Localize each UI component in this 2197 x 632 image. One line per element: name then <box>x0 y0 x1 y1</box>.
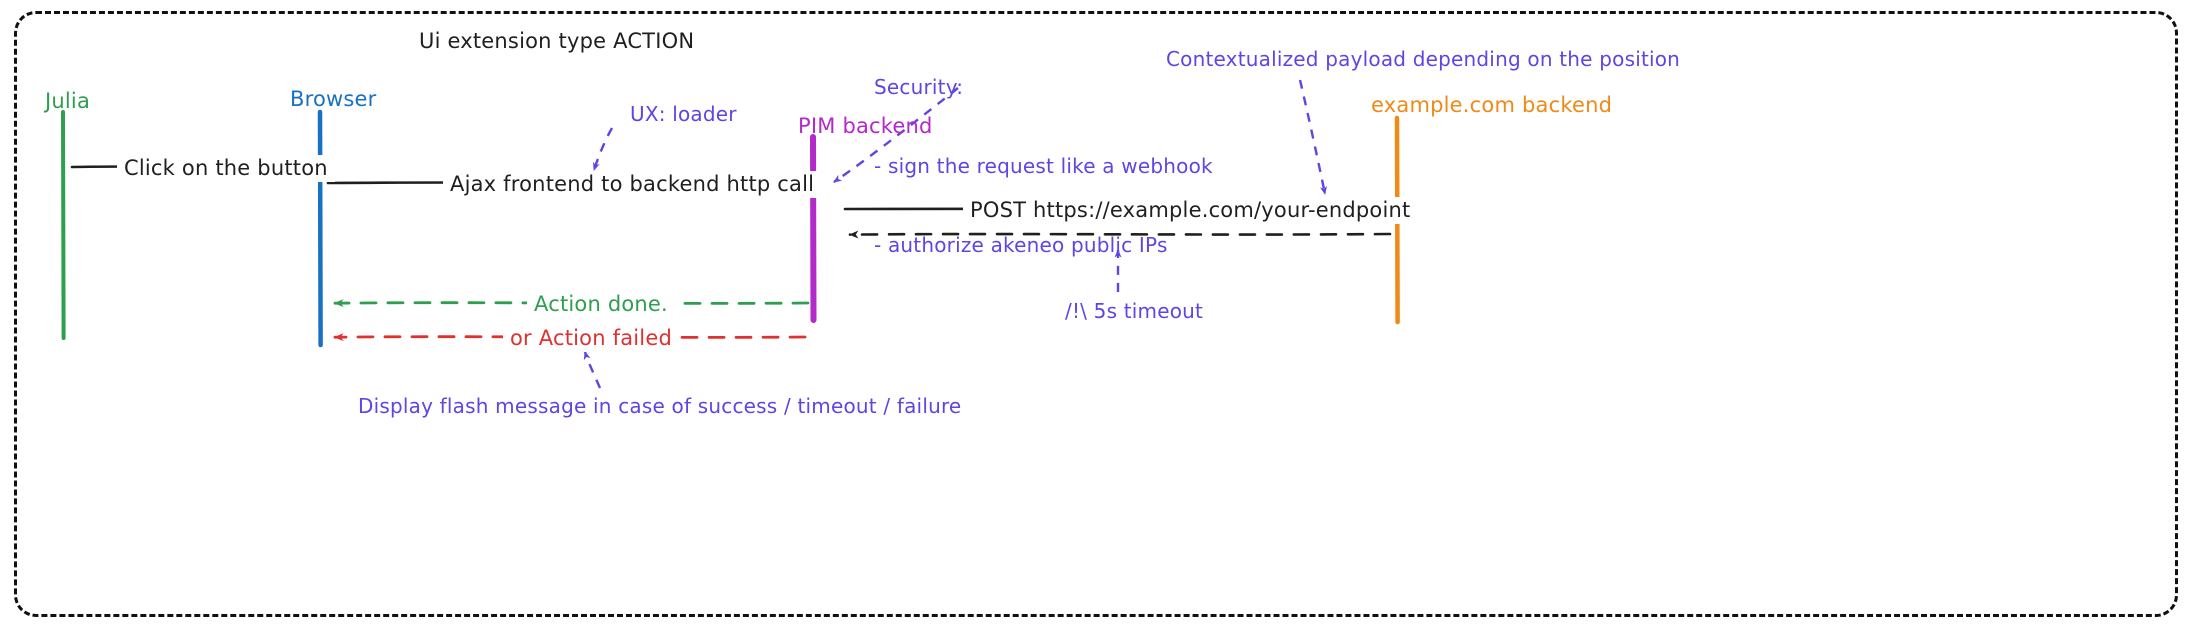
message-label-click: Click on the button <box>117 155 335 182</box>
note-contextualized-payload: Contextualized payload depending on the … <box>1166 47 1681 71</box>
message-label-ajax: Ajax frontend to backend http call <box>443 171 822 198</box>
note-flash-message: Display flash message in case of success… <box>358 394 962 418</box>
message-label-post: POST https://example.com/your-endpoint <box>963 197 1418 224</box>
actor-label-example-backend[interactable]: example.com backend <box>1371 93 1613 117</box>
actor-label-pim-backend[interactable]: PIM backend <box>798 114 933 138</box>
message-label-action-done: Action done. <box>527 291 675 318</box>
note-security-line-3: - authorize akeneo public IPs <box>874 233 1168 258</box>
note-security-line-1: Security: <box>874 74 964 99</box>
page-title: Ui extension type ACTION <box>419 29 695 53</box>
actor-label-julia[interactable]: Julia <box>45 89 91 113</box>
diagram-frame-border <box>14 11 2178 617</box>
note-timeout: /!\ 5s timeout <box>1065 299 1204 323</box>
message-label-action-failed: or Action failed <box>503 325 679 352</box>
note-ux-loader: UX: loader <box>630 102 737 126</box>
actor-label-browser[interactable]: Browser <box>290 87 377 111</box>
note-security: Security: - sign the request like a webh… <box>874 21 1213 311</box>
note-security-line-2: - sign the request like a webhook <box>874 153 1213 178</box>
